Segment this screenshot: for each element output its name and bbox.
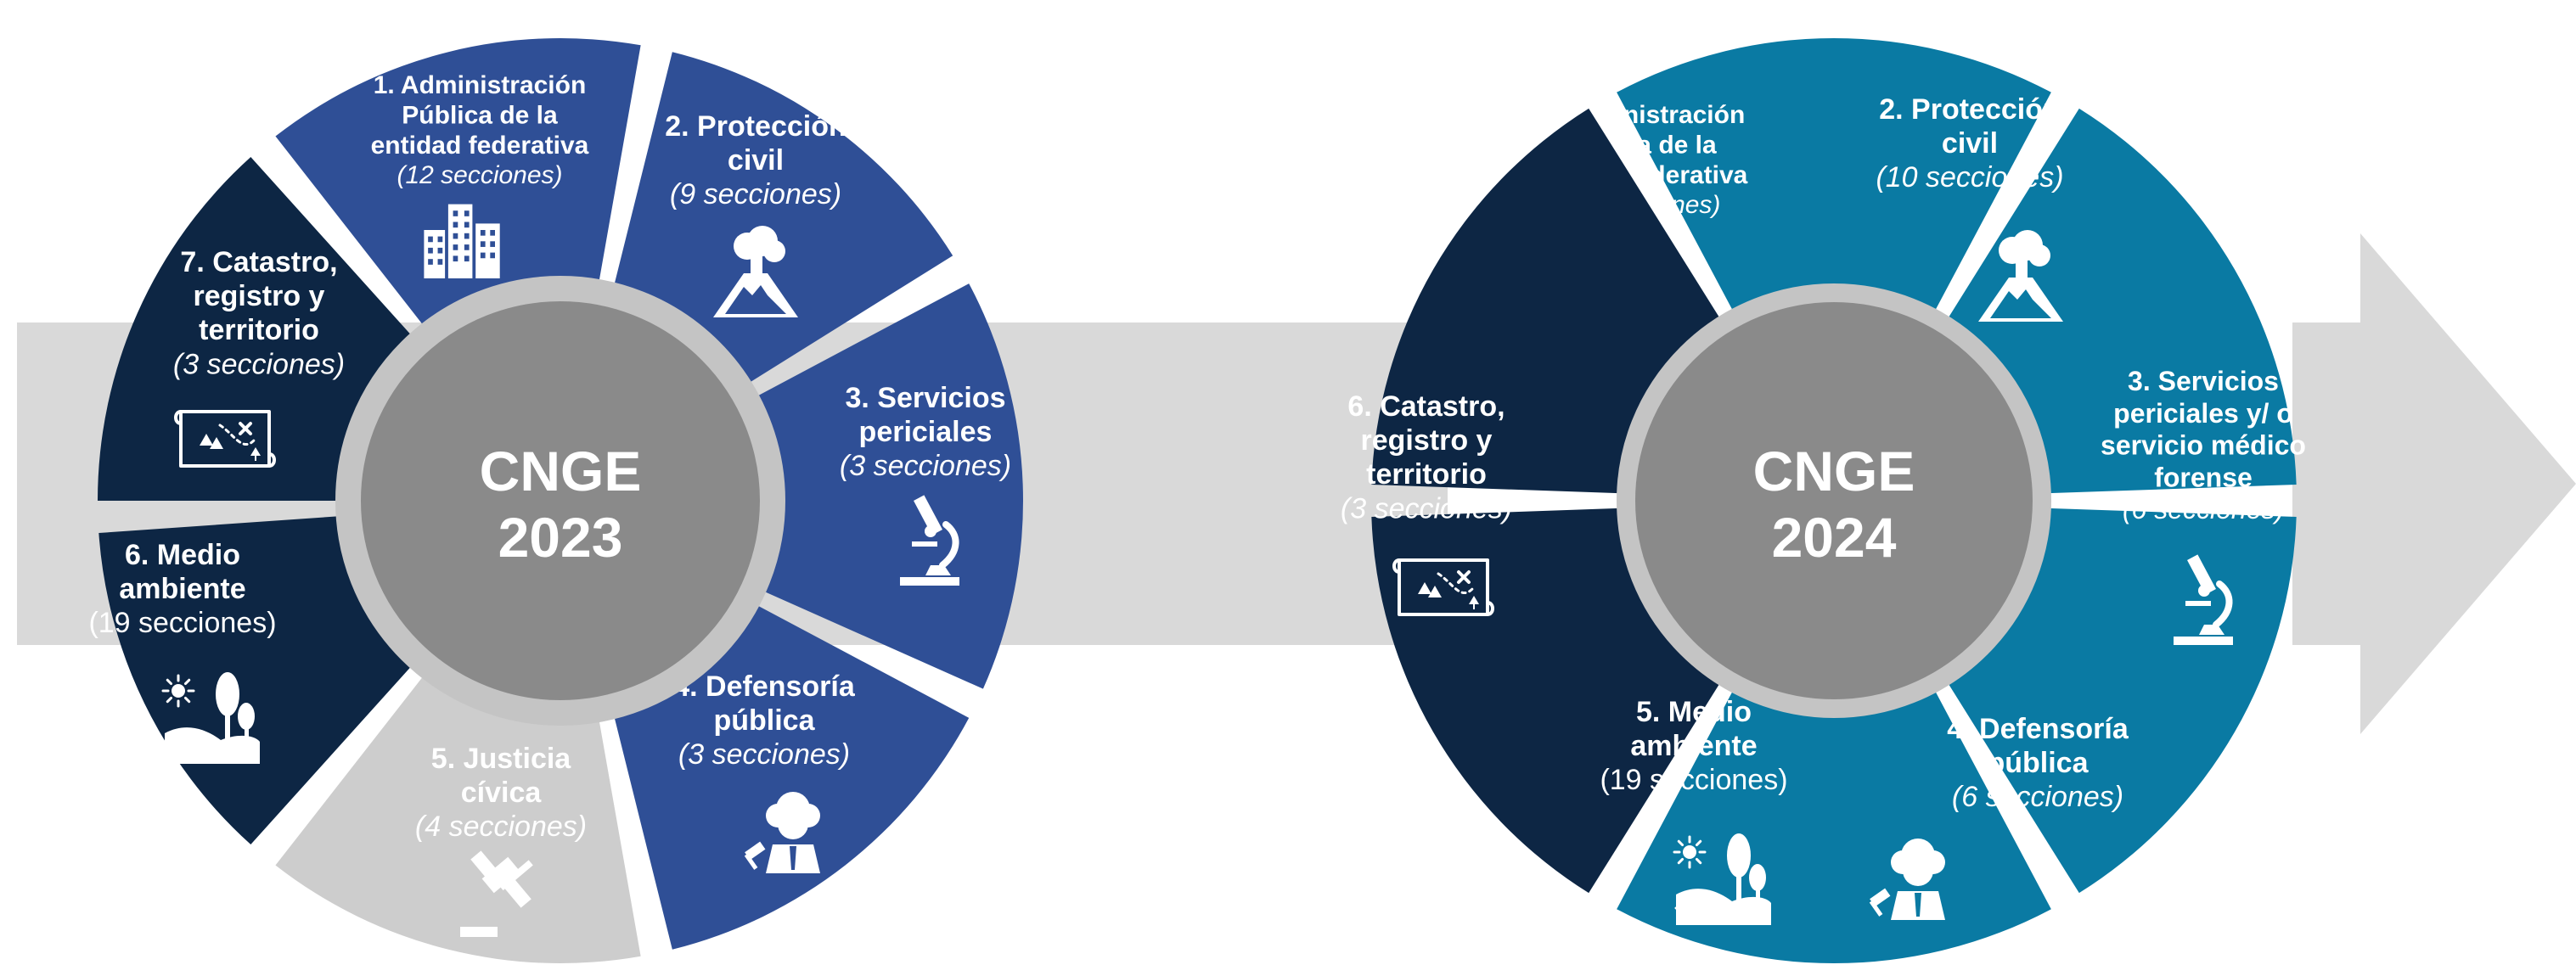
segment-title-line: registro y [194, 280, 325, 312]
segment-title-line: pública [1987, 747, 2089, 779]
segment-shape [610, 52, 953, 393]
segment-title-line: 5. Medio [1636, 696, 1752, 728]
center-label-year: 2024 [1772, 506, 1897, 569]
segment-title-line: 7. Catastro, [180, 246, 337, 278]
segment-title-line: 6. Catastro, [1347, 390, 1505, 423]
segment-title-line: 3. Servicios [845, 382, 1005, 414]
segment-subtitle: (10 secciones) [1876, 161, 2063, 194]
segment-title-line: 4. Defensoría [1947, 713, 2129, 745]
segment-subtitle: (6 secciones) [2123, 494, 2284, 524]
center-circle [335, 276, 785, 726]
segment-title-line: 5. Justicia [431, 743, 572, 775]
segment-title-line: periciales y/ o [2113, 398, 2293, 429]
map-icon [174, 410, 276, 468]
segment-title-line: 1. Administración [374, 71, 587, 99]
segment-title-line: periciales [859, 416, 993, 448]
defender-icon [1869, 839, 1945, 920]
volcano-icon [1978, 230, 2063, 322]
center-label-name: CNGE [1753, 440, 1915, 502]
segment-shape [275, 37, 641, 340]
segment-subtitle: (12 secciones) [397, 161, 562, 189]
segment-subtitle: (3 secciones) [173, 348, 345, 380]
segment-subtitle: (9 secciones) [670, 178, 841, 210]
segment-shape [1371, 108, 1726, 494]
segment-title-line: entidad federativa [371, 132, 589, 160]
segment-subtitle: (6 secciones) [1952, 781, 2123, 813]
segment-subtitle: (4 secciones) [415, 811, 587, 843]
segment-subtitle: (3 secciones) [1341, 492, 1512, 524]
segment-title-line: civil [1942, 127, 1998, 160]
segment-title-line: cívica [461, 777, 543, 809]
segment-title-line: territorio [199, 314, 319, 346]
segment-shape [1371, 508, 1726, 894]
center-circle [1617, 283, 2051, 718]
segment-subtitle: (19 secciones) [88, 607, 276, 639]
segment-title-line: 6. Medio [125, 539, 240, 571]
segment-title-line: 2. Protección [665, 110, 846, 143]
gavel-icon [460, 850, 533, 937]
arrow-band-right [2292, 323, 2360, 645]
segment-title-line: 4. Defensoría [673, 670, 856, 703]
segment-shape [610, 596, 970, 950]
arrow-head [2360, 233, 2576, 734]
segment-title-line: forense [2154, 462, 2253, 492]
landscape-icon [161, 672, 260, 764]
segment-shape [275, 661, 641, 963]
segment-title-line: registro y [1361, 424, 1493, 457]
segment-title-line: civil [728, 144, 784, 177]
segment-title-line: ambiente [119, 573, 245, 605]
microscope-icon [900, 495, 959, 586]
volcano-icon [713, 226, 798, 317]
center-label-year: 2023 [498, 506, 623, 569]
segment-title-line: territorio [1366, 458, 1487, 491]
segment-title-line: 3. Servicios [2128, 366, 2279, 396]
segment-shape [1617, 37, 2051, 322]
segment-subtitle: (3 secciones) [840, 450, 1011, 482]
segment-title-line: ambiente [1630, 730, 1757, 762]
segment-title-line: Pública de la [402, 101, 558, 129]
microscope-icon [2174, 554, 2233, 645]
center-label-name: CNGE [480, 440, 642, 502]
segment-subtitle: (3 secciones) [678, 738, 850, 771]
segment-title-line: 1. Administración [1533, 101, 1746, 129]
segment-shape [740, 283, 1023, 689]
map-icon [1392, 558, 1494, 616]
segment-shape [1942, 108, 2297, 494]
segment-shape [1617, 680, 2051, 964]
buildings-icon [424, 204, 500, 278]
landscape-icon [1673, 833, 1771, 925]
segment-subtitle: (19 secciones) [1600, 764, 1787, 796]
segment-title-line: 2. Protección [1879, 93, 2061, 126]
defender-icon [744, 792, 820, 873]
segment-title-line: servicio médico [2101, 430, 2306, 461]
segment-title-line: pública [713, 704, 815, 737]
